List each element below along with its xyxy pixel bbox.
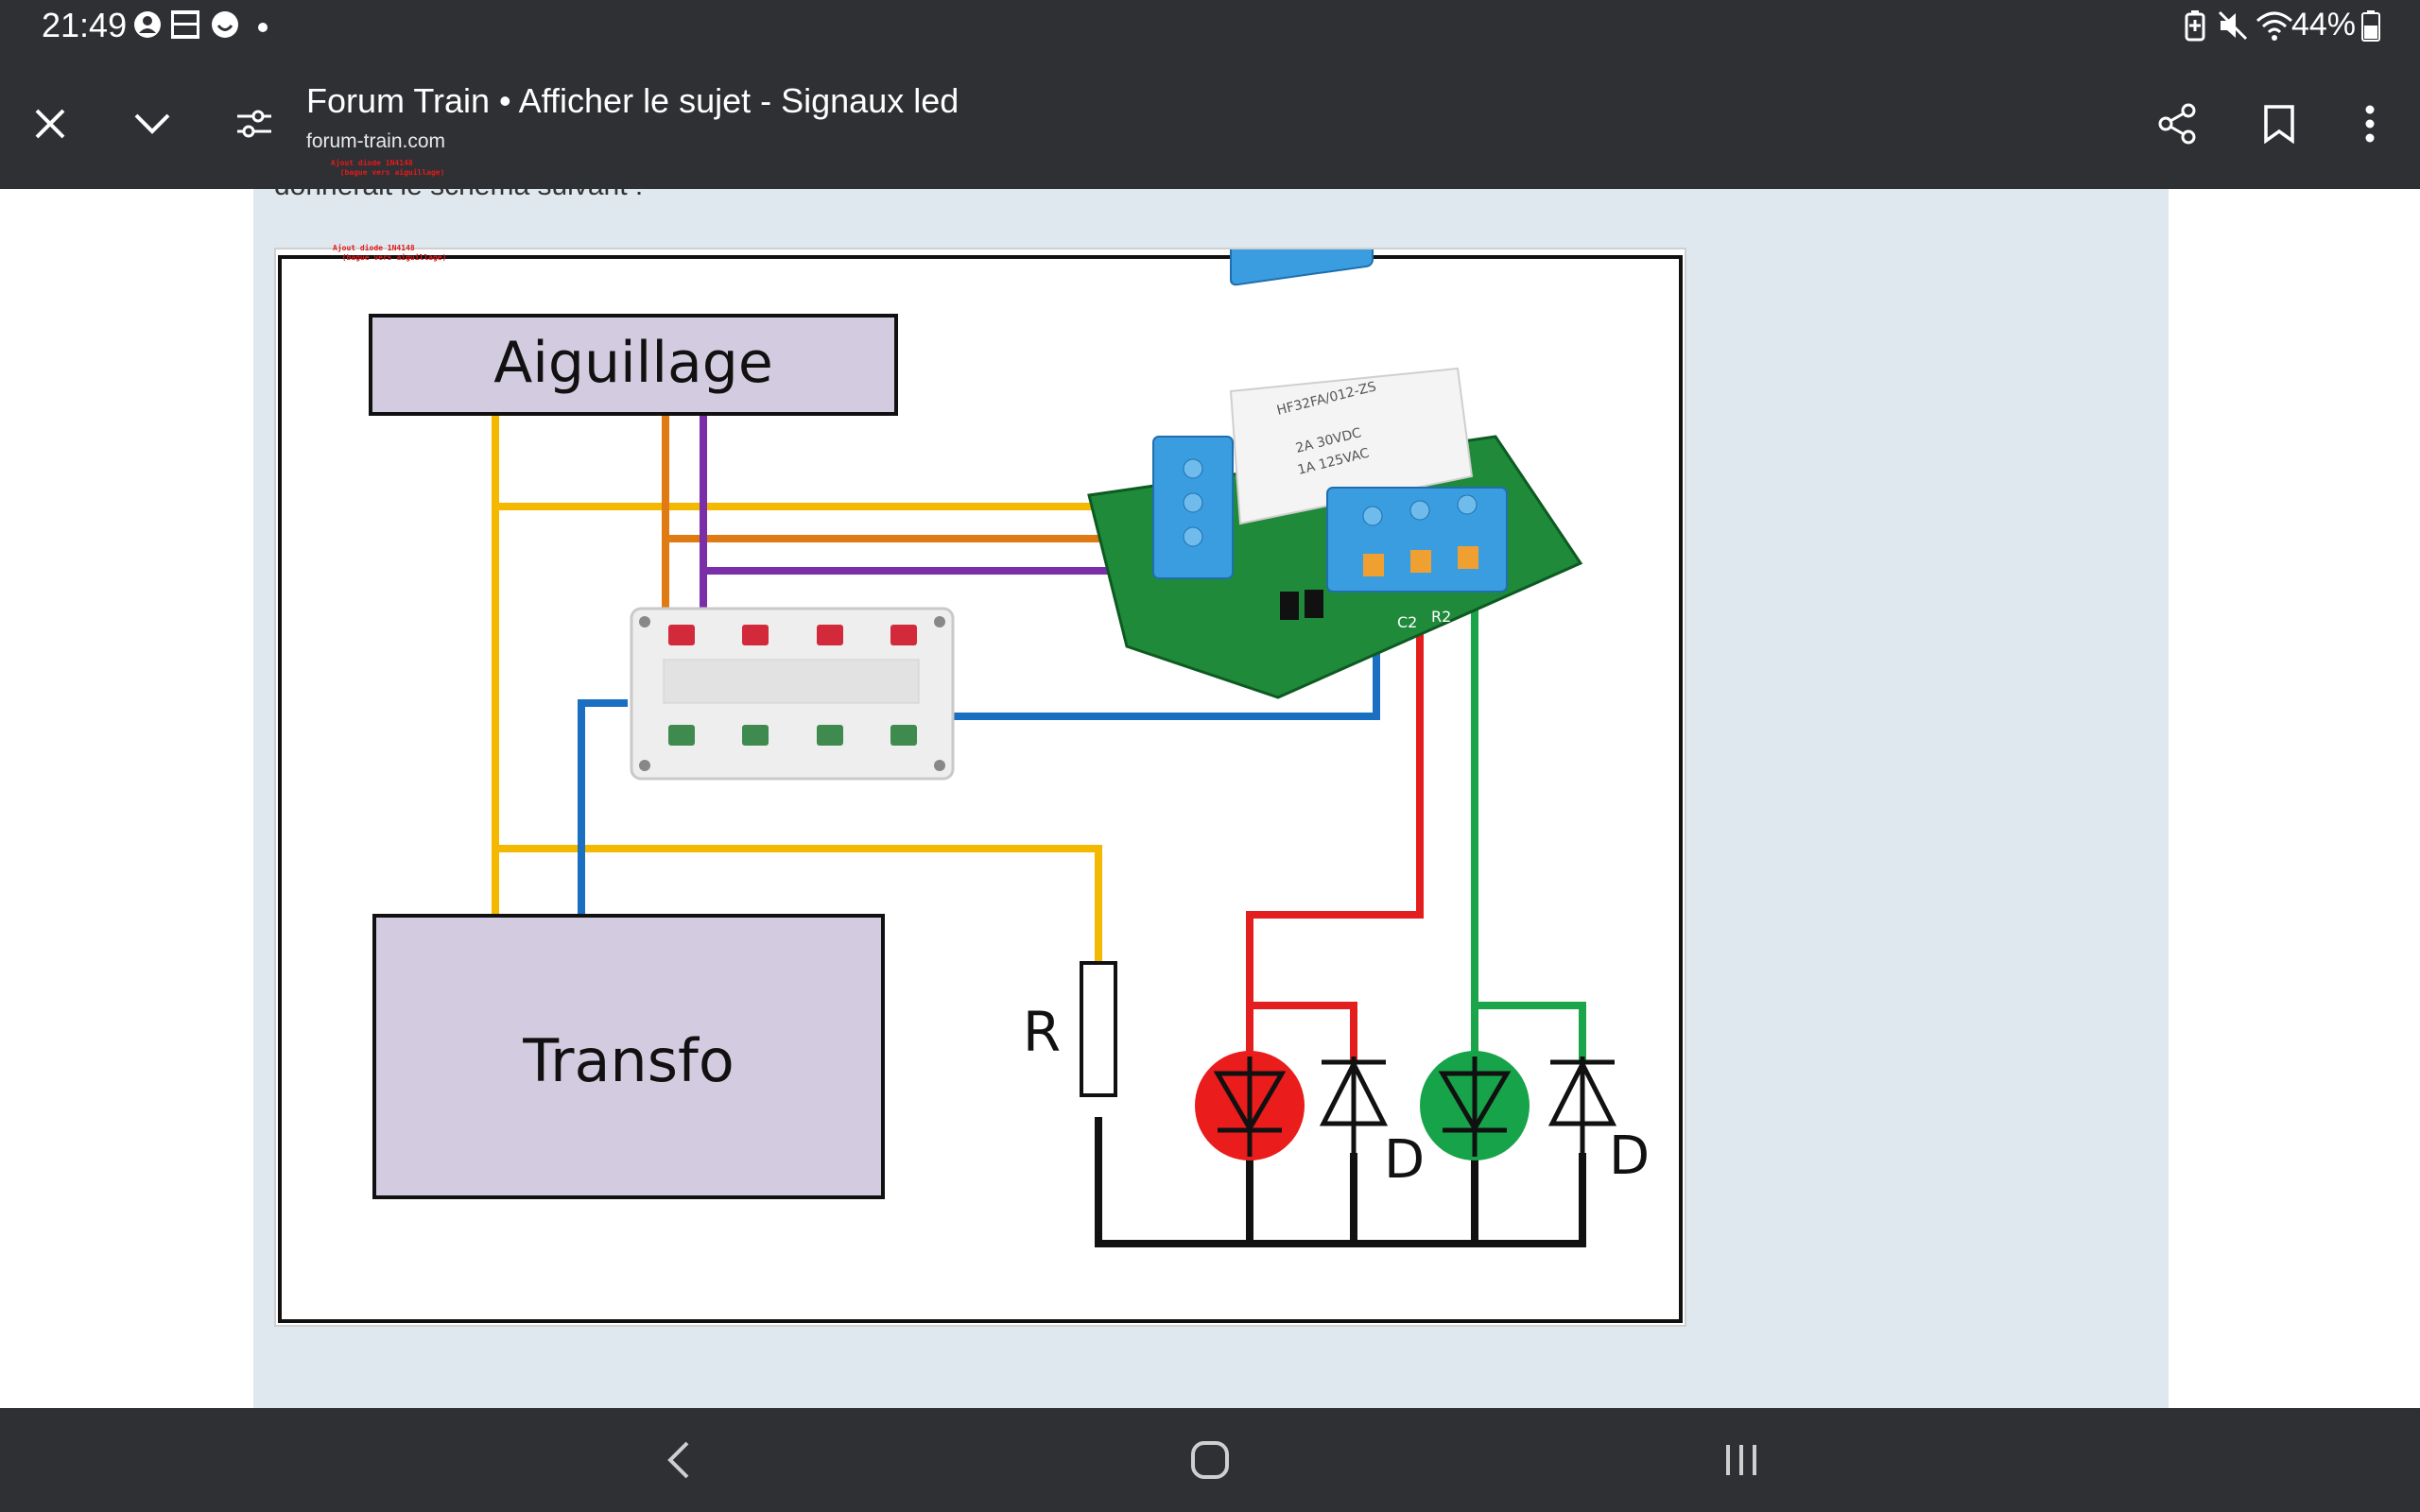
wire-black-bottom <box>1095 1117 1586 1247</box>
wire-red-diode <box>1246 1002 1357 1060</box>
diagram-annotation: Ajout diode 1N4148 (bague vers aiguillag… <box>333 244 446 263</box>
page-domain: forum-train.com <box>306 130 446 152</box>
relay-module: HF32FA/012-ZS 2A 30VDC 1A 125VAC C2 <box>1087 208 1583 699</box>
transfo-box <box>372 914 885 1199</box>
navigation-bar <box>0 1408 2420 1512</box>
home-button[interactable] <box>1172 1429 1248 1491</box>
more-options-button[interactable] <box>2337 91 2403 157</box>
overlay-annotation: Ajout diode 1N4148 (bague vers aiguillag… <box>331 159 444 178</box>
account-circle-icon <box>132 9 163 44</box>
close-icon <box>35 109 65 139</box>
annotation-line-1: Ajout diode 1N4148 <box>331 159 413 167</box>
status-bar: 21:49 44% <box>0 0 2420 53</box>
battery-saver-icon <box>2184 9 2206 46</box>
wire-green-diode <box>1471 1002 1586 1060</box>
share-icon <box>2158 103 2196 145</box>
back-button[interactable] <box>641 1429 717 1491</box>
collapse-button[interactable] <box>119 91 185 157</box>
recents-icon <box>1726 1445 1756 1475</box>
terminal-label-c2: C2 <box>1397 613 1417 631</box>
bookmark-button[interactable] <box>2246 91 2312 157</box>
resistor-label: R <box>1023 1000 1061 1064</box>
back-icon <box>667 1441 689 1479</box>
post-text: donnerait le schéma suivant : <box>274 189 643 202</box>
share-button[interactable] <box>2144 91 2210 157</box>
close-button[interactable] <box>17 91 83 157</box>
diagram-annotation-line-1: Ajout diode 1N4148 <box>333 244 415 252</box>
chevron-down-icon <box>134 113 170 134</box>
wifi-icon <box>2255 9 2294 46</box>
smiley-icon <box>210 9 240 44</box>
wiring-diagram-image[interactable]: Ajout diode 1N4148 (bague vers aiguillag… <box>274 208 1686 1327</box>
annotation-line-2: (bague vers aiguillage) <box>339 168 445 177</box>
aiguillage-label: Aiguillage <box>493 330 773 396</box>
wire-yellow-resistor <box>492 845 1102 967</box>
mute-icon <box>2217 9 2249 46</box>
status-time: 21:49 <box>42 6 128 44</box>
wiring-diagram: Aiguillage Transfo <box>278 208 1683 1323</box>
resistor <box>1080 961 1117 1097</box>
aiguillage-box <box>369 314 898 416</box>
terminal-label-r2: R2 <box>1431 608 1451 626</box>
more-vert-icon <box>2365 105 2375 143</box>
diode-label-2: D <box>1609 1125 1650 1187</box>
switch-panel <box>630 607 955 781</box>
bfm-tv-icon <box>170 9 200 44</box>
wire-blue-transfo <box>578 699 628 919</box>
bookmark-icon <box>2264 105 2294 144</box>
filter-icon <box>237 110 271 138</box>
diode-label-1: D <box>1384 1129 1425 1191</box>
battery-icon <box>2361 9 2380 46</box>
battery-level: 44% <box>2290 7 2356 43</box>
page-content[interactable]: donnerait le schéma suivant : Ajout diod… <box>0 189 2420 1408</box>
recents-button[interactable] <box>1703 1429 1779 1491</box>
home-icon <box>1191 1441 1229 1479</box>
wire-red-main <box>1246 567 1424 1060</box>
browser-toolbar: Forum Train • Afficher le sujet - Signau… <box>0 53 2420 189</box>
dot-icon <box>257 21 268 38</box>
transfo-label: Transfo <box>522 1026 735 1095</box>
page-settings-button[interactable] <box>221 91 287 157</box>
page-title: Forum Train • Afficher le sujet - Signau… <box>306 81 959 120</box>
diagram-annotation-line-2: (bague vers aiguillage) <box>341 253 447 262</box>
